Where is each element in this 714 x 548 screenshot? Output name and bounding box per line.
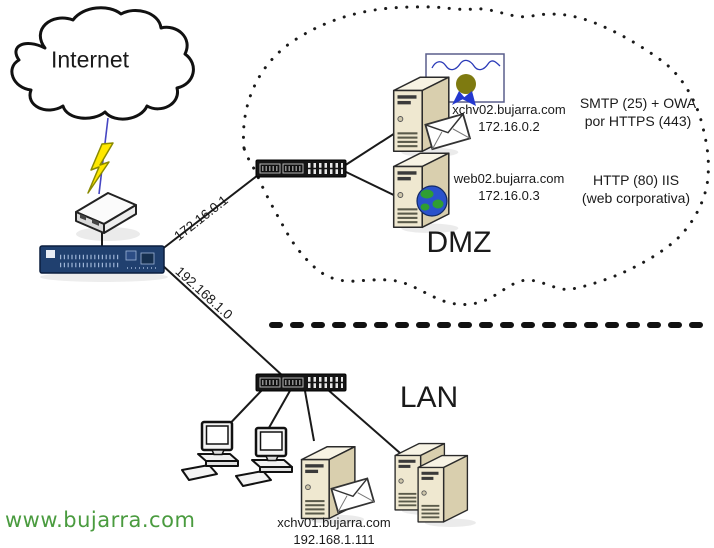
certificate-icon xyxy=(425,53,505,106)
server-xchv01-name: xchv01.bujarra.com xyxy=(277,515,391,530)
connection-lines xyxy=(101,125,407,454)
lightning-bolt-icon xyxy=(87,142,114,194)
globe-icon xyxy=(416,185,448,217)
server-xchv01-ip: 192.168.1.111 xyxy=(293,532,375,547)
firewall-device xyxy=(39,245,168,282)
internet-label: Internet xyxy=(51,46,129,73)
lan-switch-device xyxy=(256,374,346,391)
dmz-switch-device xyxy=(256,160,346,177)
server-xchv02-ip: 172.16.0.2 xyxy=(478,119,540,134)
service-http-label: HTTP (80) IIS (web corporativa) xyxy=(581,172,691,206)
internet-cloud xyxy=(10,6,195,121)
server-web02-ip: 172.16.0.3 xyxy=(478,188,540,203)
server-xchv01-label: xchv01.bujarra.com 192.168.1.111 xyxy=(277,514,390,548)
dmz-cloud-border xyxy=(241,5,710,306)
server-web02-label: web02.bujarra.com 172.16.0.3 xyxy=(454,170,565,204)
dmz-zone-label: DMZ xyxy=(426,226,492,259)
server-cluster xyxy=(394,442,477,528)
service-smtp-label: SMTP (25) + OWA por HTTPS (443) xyxy=(579,95,697,129)
lan-zone-label: LAN xyxy=(399,381,459,414)
pc-workstation-1 xyxy=(180,420,240,482)
pc-workstation-2 xyxy=(234,426,294,488)
modem-device xyxy=(75,192,140,241)
server-xchv02-label: xchv02.bujarra.com 172.16.0.2 xyxy=(452,101,565,135)
server-xchv02-name: xchv02.bujarra.com xyxy=(452,102,566,117)
site-watermark: www.bujarra.com xyxy=(5,508,196,532)
server-web02-name: web02.bujarra.com xyxy=(453,171,565,186)
